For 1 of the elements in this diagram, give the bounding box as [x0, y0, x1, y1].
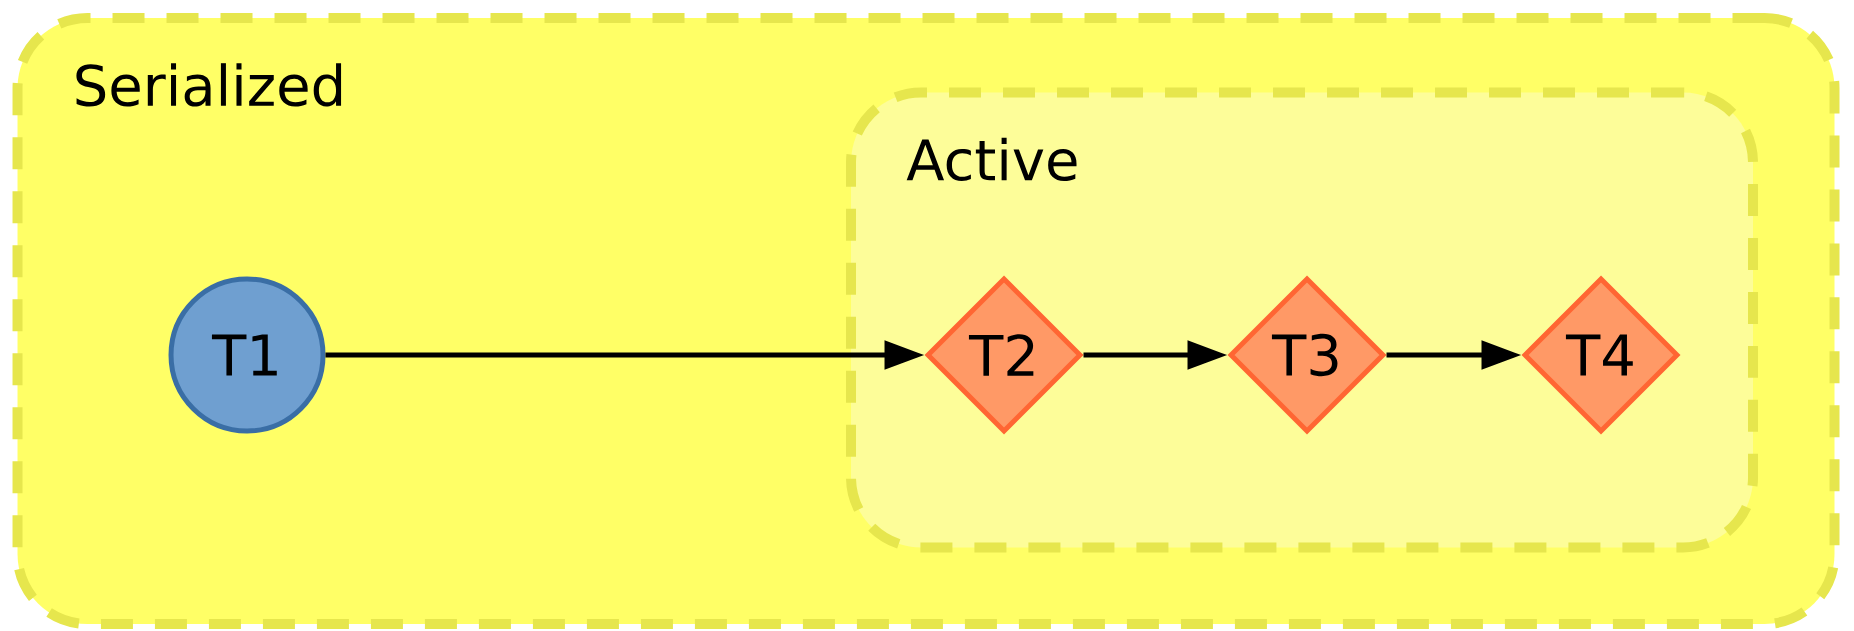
circle-node: T1 [168, 276, 326, 434]
